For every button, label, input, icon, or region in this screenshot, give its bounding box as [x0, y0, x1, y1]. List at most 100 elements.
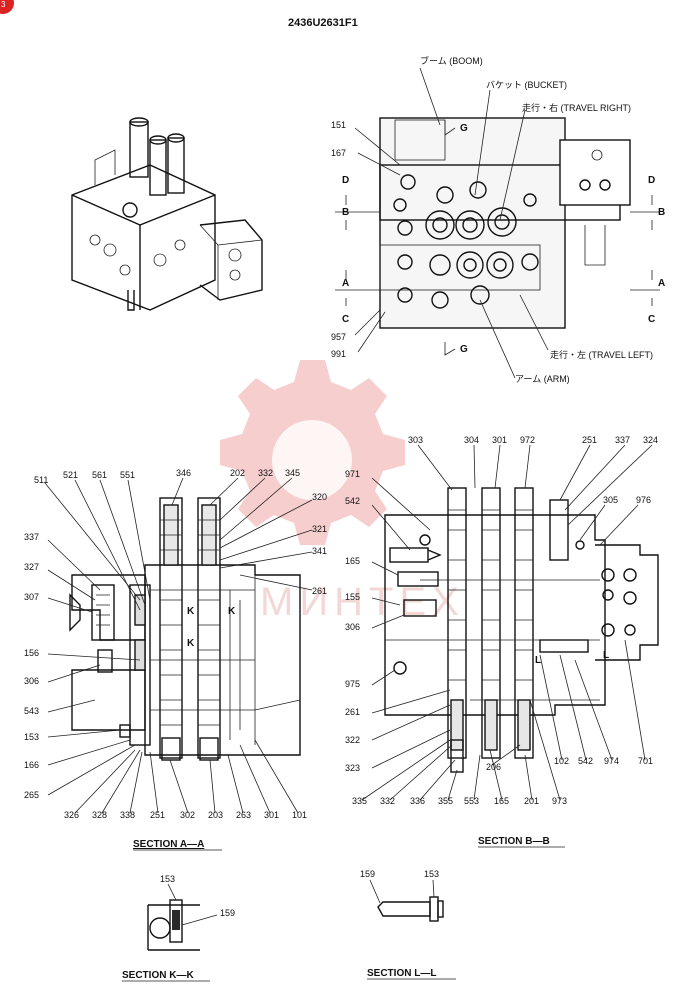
svg-text:326: 326 [64, 810, 79, 820]
svg-text:102: 102 [554, 756, 569, 766]
isometric-valve-view [71, 117, 263, 311]
section-mark-g-top: G [460, 123, 468, 134]
svg-text:3: 3 [1, 0, 6, 9]
svg-text:337: 337 [24, 532, 39, 542]
section-mark-l: L [603, 650, 609, 661]
svg-text:301: 301 [264, 810, 279, 820]
section-ll-drawing: 159 153 [360, 869, 444, 922]
svg-text:306: 306 [24, 676, 39, 686]
svg-text:206: 206 [486, 762, 501, 772]
svg-text:323: 323 [345, 763, 360, 773]
svg-text:521: 521 [63, 470, 78, 480]
svg-text:327: 327 [24, 562, 39, 572]
section-mark-b-right: B [658, 207, 665, 218]
svg-text:202: 202 [230, 468, 245, 478]
svg-text:341: 341 [312, 546, 327, 556]
svg-text:332: 332 [258, 468, 273, 478]
watermark-logo: МИНТЕХ [220, 360, 459, 624]
svg-text:265: 265 [24, 790, 39, 800]
svg-text:301: 301 [492, 435, 507, 445]
svg-text:975: 975 [345, 679, 360, 689]
label-travel-left: 走行・左 (TRAVEL LEFT) [550, 349, 653, 360]
svg-text:156: 156 [24, 648, 39, 658]
section-mark-k: K [228, 606, 236, 617]
svg-text:511: 511 [34, 475, 48, 485]
svg-text:251: 251 [150, 810, 165, 820]
svg-text:203: 203 [208, 810, 223, 820]
label-travel-right: 走行・右 (TRAVEL RIGHT) [522, 102, 631, 113]
svg-text:263: 263 [236, 810, 251, 820]
svg-text:101: 101 [292, 810, 307, 820]
svg-text:542: 542 [578, 756, 593, 766]
section-kk-drawing: 153 159 [147, 874, 235, 951]
svg-text:320: 320 [312, 492, 327, 502]
label-arm: アーム (ARM) [515, 374, 570, 384]
svg-text:159: 159 [220, 908, 235, 918]
svg-text:976: 976 [636, 495, 651, 505]
svg-text:332: 332 [380, 796, 395, 806]
section-aa-part-labels: 511 521 561 551 346 202 332 345 320 321 … [24, 468, 327, 820]
svg-text:328: 328 [92, 810, 107, 820]
corner-badge: 3 [0, 0, 14, 14]
section-mark-g-bottom: G [460, 344, 468, 355]
svg-text:553: 553 [464, 796, 479, 806]
section-mark-d-right: D [648, 175, 655, 186]
svg-text:561: 561 [92, 470, 107, 480]
svg-text:701: 701 [638, 756, 653, 766]
section-aa-title: SECTION A—A [133, 839, 204, 850]
section-aa-drawing: K K K [44, 477, 313, 814]
part-label: 151 [331, 120, 346, 130]
svg-text:261: 261 [312, 586, 327, 596]
svg-text:165: 165 [494, 796, 509, 806]
svg-text:302: 302 [180, 810, 195, 820]
section-mark-a-left: A [342, 278, 349, 289]
svg-text:345: 345 [285, 468, 300, 478]
svg-text:972: 972 [520, 435, 535, 445]
section-kk-title: SECTION K—K [122, 970, 194, 981]
svg-text:251: 251 [582, 435, 597, 445]
section-mark-c-right: C [648, 314, 655, 325]
svg-text:153: 153 [424, 869, 439, 879]
section-bb-title: SECTION B—B [478, 836, 550, 847]
svg-text:543: 543 [24, 706, 39, 716]
svg-text:153: 153 [160, 874, 175, 884]
section-mark-d-left: D [342, 175, 349, 186]
section-mark-k: K [187, 606, 195, 617]
svg-text:324: 324 [643, 435, 658, 445]
section-bb-drawing: L L [361, 444, 659, 801]
svg-text:335: 335 [352, 796, 367, 806]
svg-text:971: 971 [345, 469, 360, 479]
part-label: 167 [331, 148, 346, 158]
svg-text:322: 322 [345, 735, 360, 745]
svg-text:166: 166 [24, 760, 39, 770]
svg-text:336: 336 [410, 796, 425, 806]
section-mark-a-right: A [658, 278, 665, 289]
svg-text:261: 261 [345, 707, 360, 717]
part-label: 957 [331, 332, 346, 342]
label-bucket: バケット (BUCKET) [486, 80, 567, 90]
drawing-number: 2436U2631F1 [288, 17, 358, 29]
svg-text:973: 973 [552, 796, 567, 806]
svg-text:355: 355 [438, 796, 453, 806]
svg-text:321: 321 [312, 524, 327, 534]
label-boom: ブーム (BOOM) [420, 55, 483, 66]
svg-text:159: 159 [360, 869, 375, 879]
svg-text:337: 337 [615, 435, 630, 445]
section-mark-b-left: B [342, 207, 349, 218]
svg-text:338: 338 [120, 810, 135, 820]
section-mark-k: K [187, 638, 195, 649]
svg-text:153: 153 [24, 732, 39, 742]
section-mark-l: L [535, 655, 541, 666]
svg-text:304: 304 [464, 435, 479, 445]
section-ll-title: SECTION L—L [367, 968, 436, 979]
svg-text:307: 307 [24, 592, 39, 602]
svg-text:165: 165 [345, 556, 360, 566]
svg-text:551: 551 [120, 470, 135, 480]
svg-text:305: 305 [603, 495, 618, 505]
part-label: 991 [331, 349, 346, 359]
svg-text:346: 346 [176, 468, 191, 478]
section-mark-c-left: C [342, 314, 349, 325]
top-view [335, 67, 660, 379]
svg-text:306: 306 [345, 622, 360, 632]
